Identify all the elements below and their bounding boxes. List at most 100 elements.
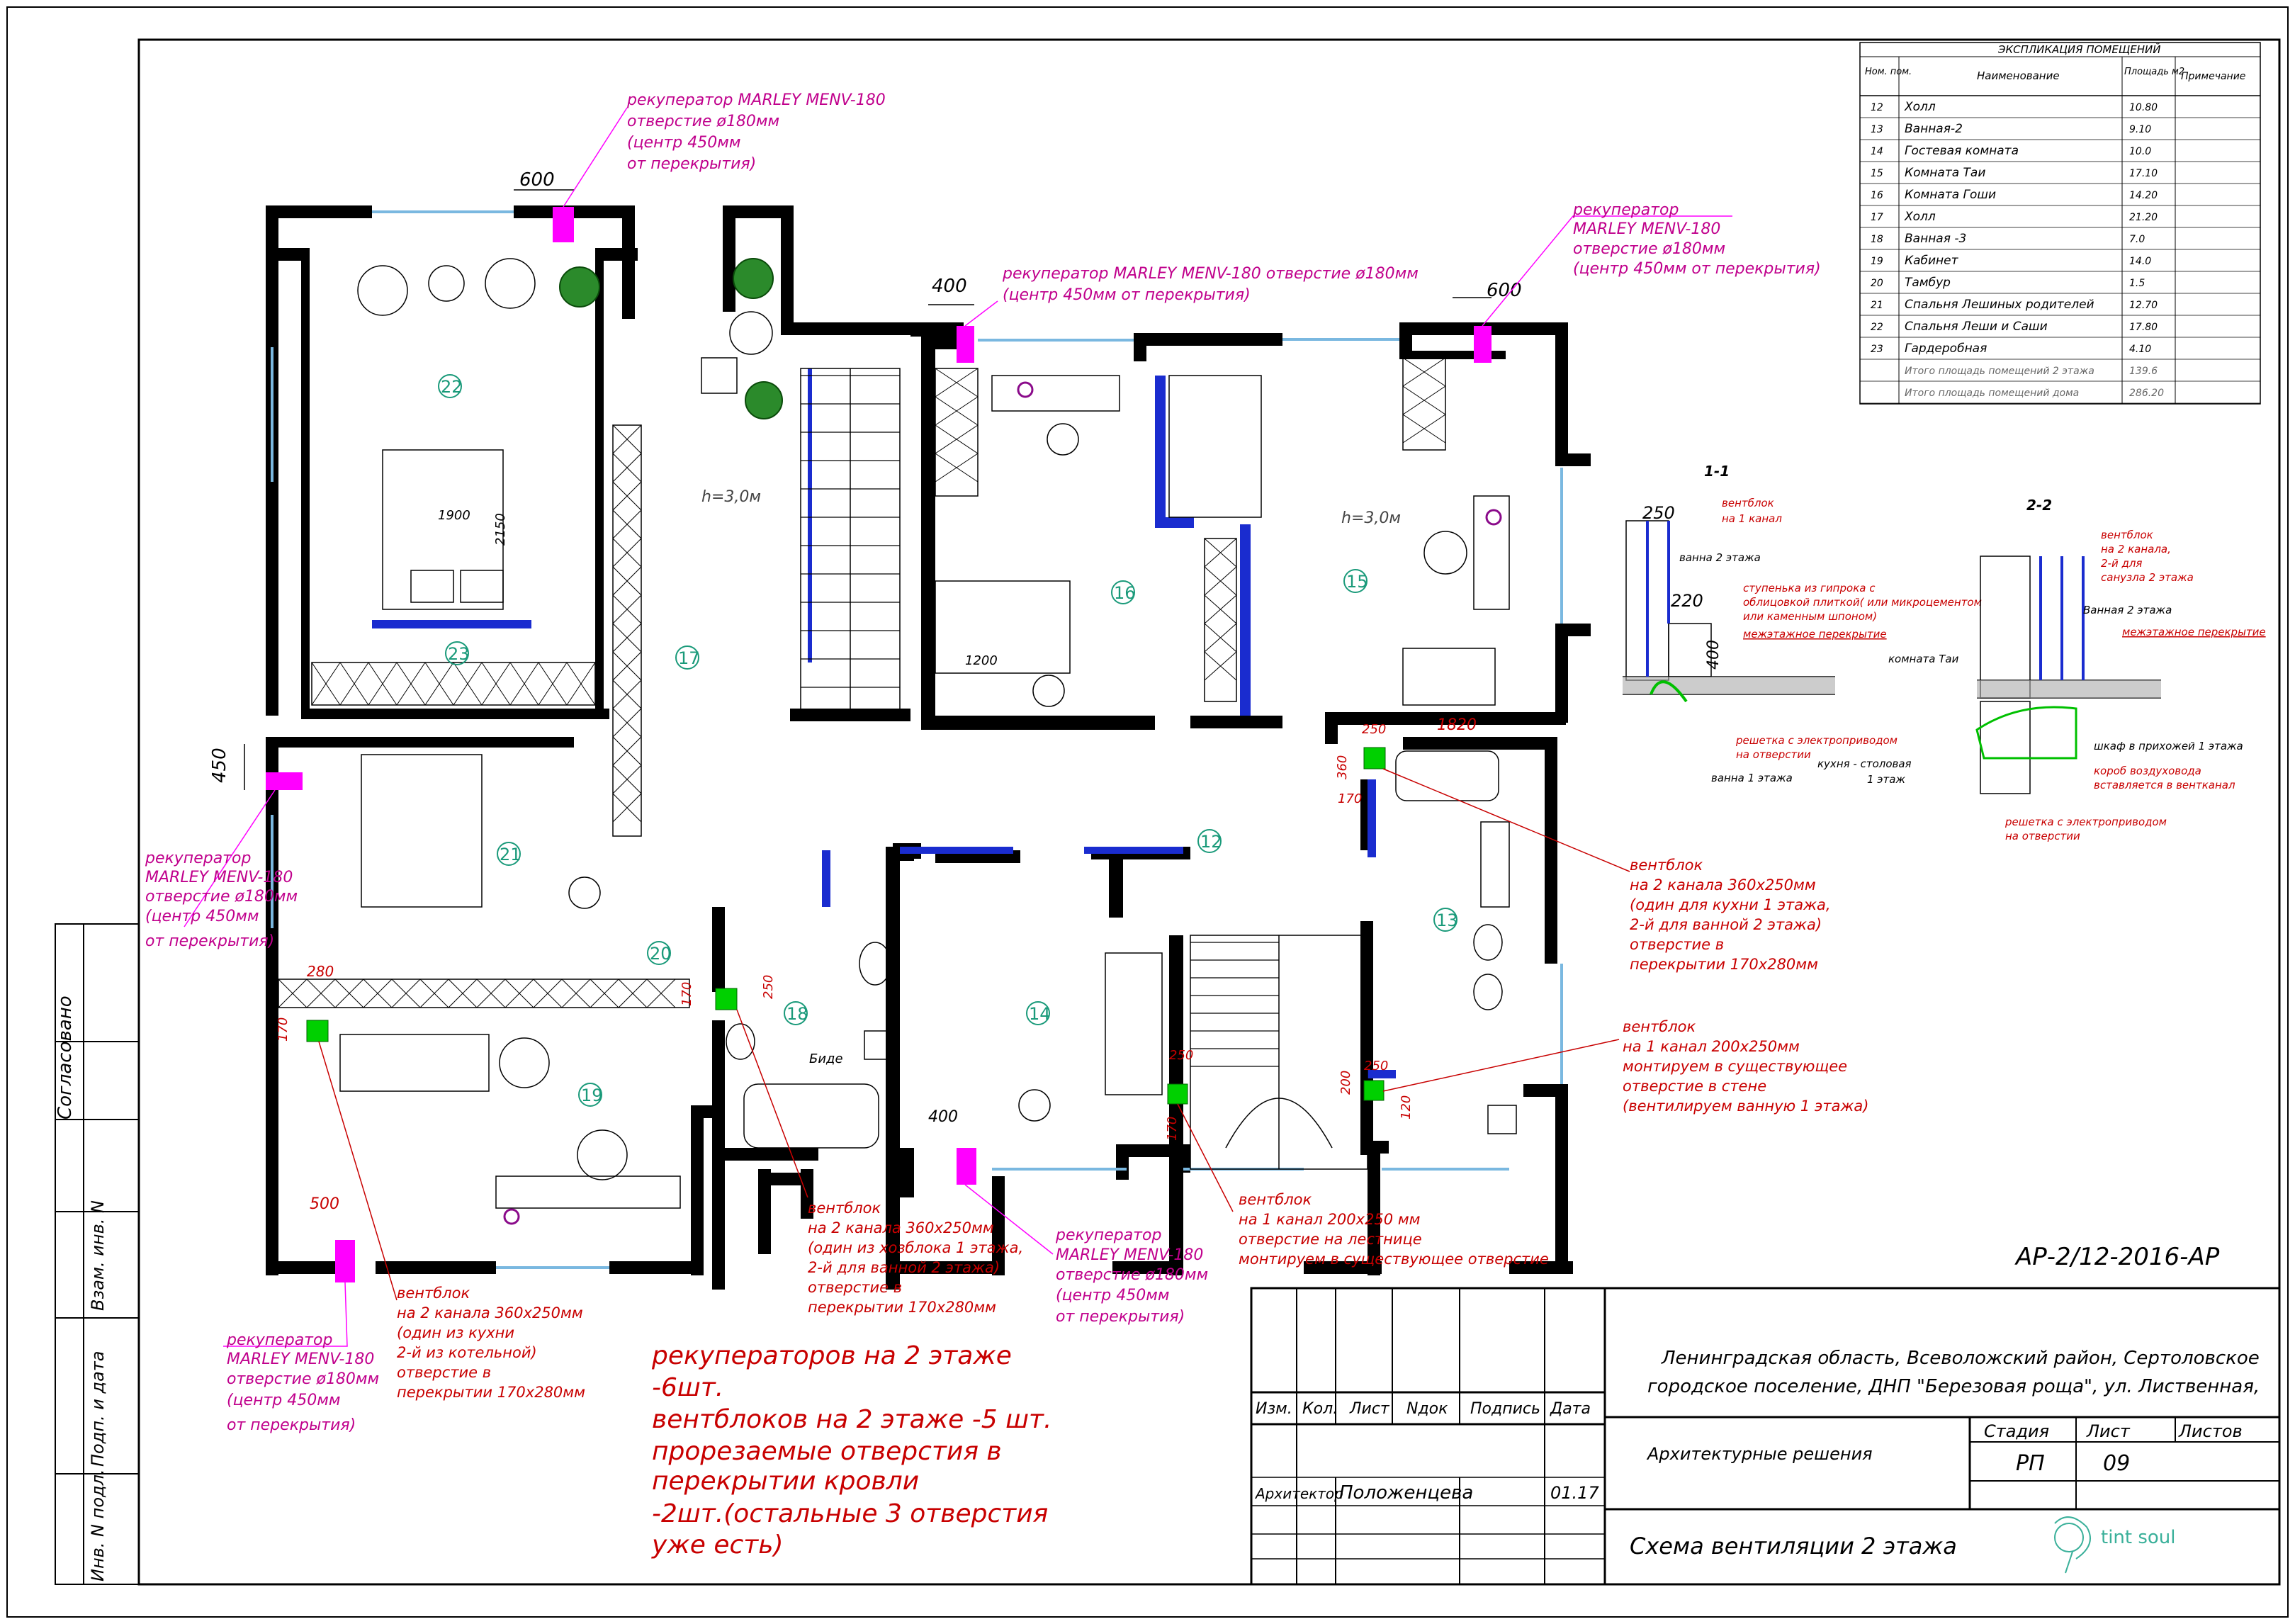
hatch — [561, 979, 591, 1008]
room-22: 22 — [441, 377, 463, 397]
hatch — [612, 623, 642, 653]
dim-400b: 400 — [928, 1108, 958, 1126]
hatch — [481, 662, 511, 706]
stamp-col-podpis: Подпись — [1470, 1400, 1540, 1418]
room-numbers: 22 23 17 16 15 12 13 14 20 21 18 19 — [438, 374, 1458, 1107]
dimension-lines — [244, 189, 1492, 790]
stamp-stage-h: Стадия — [1984, 1421, 2049, 1441]
explication-cell: 15 — [1871, 168, 1883, 179]
dim-170a: 170 — [1338, 791, 1362, 806]
hatch — [612, 708, 642, 738]
stamp-name: Положенцева — [1339, 1482, 1473, 1504]
recuperator-leaders — [184, 107, 1732, 1347]
summary-line4: перекрытии кровли — [652, 1467, 919, 1496]
vb3-line3: 2-й для ванной 2 этажа) — [808, 1259, 1000, 1276]
rec3-line1: MARLEY MENV-180 — [1573, 220, 1720, 238]
outer-border — [6, 6, 2289, 1618]
vb1-line1: на 2 канала 360x250мм — [1630, 876, 1816, 893]
hatch — [935, 424, 979, 454]
dim-280: 280 — [307, 963, 334, 980]
explication-cell: 13 — [1871, 124, 1883, 135]
vb2-line1: на 1 канал 200x250мм — [1623, 1038, 1800, 1055]
s1-l1: на 1 канал — [1722, 512, 1782, 525]
hatch — [646, 979, 676, 1008]
s2-l1: на 2 канала, — [2101, 543, 2171, 556]
dim-250d: 250 — [1364, 1059, 1388, 1073]
vb5-line2: (один из кухни — [397, 1324, 514, 1341]
dim-600b: 600 — [1487, 280, 1522, 301]
stamp-grid — [1250, 1287, 2281, 1586]
room-12: 12 — [1200, 832, 1222, 852]
blue-walls — [372, 368, 1396, 1078]
rec1-line0: рекуператор MARLEY MENV-180 — [626, 91, 886, 109]
s2-l10: решетка с электроприводом — [2004, 816, 2167, 828]
explication-cell: 12 — [1871, 102, 1883, 113]
explication-cell: 21.20 — [2129, 212, 2158, 223]
hatch — [453, 662, 483, 706]
hatch — [339, 662, 369, 706]
explication-cell: Тамбур — [1905, 276, 1951, 290]
stamp-address1: Ленинградская область, Всеволожский райо… — [1661, 1348, 2260, 1369]
hatch — [618, 979, 648, 1008]
vb3-line1: на 2 канала 360x250мм — [808, 1219, 994, 1236]
summary-note: рекуператоров на 2 этаже -6шт. вентблоко… — [651, 1341, 1051, 1560]
hatch — [538, 662, 568, 706]
explication-cell: 14.20 — [2129, 190, 2158, 201]
explication-cell: Спальня Леши и Саши — [1905, 320, 2048, 334]
hatch — [612, 566, 642, 596]
rec1-line1: отверстие ø180мм — [627, 113, 779, 130]
hatch — [306, 979, 336, 1008]
explication-cell: Комната Таи — [1905, 166, 1985, 180]
side-strip — [55, 923, 140, 1585]
hatch — [509, 662, 539, 706]
s1-l10: кухня - столовая — [1817, 757, 1912, 770]
rec4-line2: отверстие ø180мм — [145, 888, 298, 906]
dim-2150: 2150 — [493, 513, 508, 546]
explication-cell: 20 — [1871, 278, 1883, 289]
explication-cell: Ванная -3 — [1905, 232, 1966, 246]
hatch — [391, 979, 421, 1008]
vb5-line0: вентблок — [397, 1285, 470, 1302]
bed-16b — [935, 580, 1071, 674]
logo: tint soul — [2054, 1516, 2176, 1574]
stair-steps-lower — [1190, 942, 1279, 1067]
s2-l3: санузла 2 этажа — [2101, 571, 2194, 584]
rec4-line3: (центр 450мм — [145, 908, 259, 925]
hatch — [424, 662, 454, 706]
vb5-line3: 2-й из котельной) — [397, 1344, 537, 1361]
explication-cell: Итого площадь помещений дома — [1905, 388, 2079, 399]
section-1-1: 1-1 250 220 400 вентблок на 1 канал ванн… — [1623, 463, 1982, 786]
stamp-section: Архитектурные решения — [1646, 1444, 1873, 1464]
vb1-line2: (один для кухни 1 этажа, — [1630, 896, 1831, 913]
s1-l7: решетка с электроприводом — [1735, 734, 1898, 747]
rec3-line3: (центр 450мм от перекрытия) — [1573, 260, 1821, 278]
vb4-line1: на 1 канал 200x250 мм — [1239, 1211, 1421, 1228]
side-agreed: Согласовано — [55, 996, 76, 1120]
explication-h3: Примечание — [2181, 71, 2245, 82]
vb1-line3: 2-й для ванной 2 этажа) — [1630, 916, 1822, 933]
height-15: h=3,0м — [1341, 509, 1401, 527]
summary-line5: -2шт.(остальные 3 отверстия — [652, 1499, 1048, 1528]
vb5-line5: перекрытии 170x280мм — [397, 1384, 585, 1401]
hatch — [368, 662, 397, 706]
summary-line3: прорезаемые отверстия в — [652, 1437, 1002, 1466]
label-bide: Биде — [809, 1051, 843, 1066]
vb1-line4: отверстие в — [1630, 936, 1724, 953]
vb3-line5: перекрытии 170x280мм — [808, 1299, 996, 1316]
recuperator-labels: рекуператор MARLEY MENV-180 отверстие ø1… — [145, 91, 1821, 1434]
rec3-line0: рекуператор — [1572, 201, 1679, 219]
ventblock-markers — [306, 747, 1386, 1105]
dim-250a: 250 — [1362, 722, 1386, 737]
dim-400a: 400 — [932, 276, 967, 297]
s2-l4: Ванная 2 этажа — [2083, 604, 2172, 616]
explication-cell: Кабинет — [1905, 254, 1959, 268]
height-17: h=3,0м — [701, 488, 761, 506]
explication-cell: 22 — [1871, 322, 1883, 333]
rec4-line1: MARLEY MENV-180 — [145, 869, 293, 886]
hatch — [1402, 385, 1446, 415]
room-23: 23 — [448, 644, 470, 664]
hatch — [504, 979, 534, 1008]
vb4-line0: вентблок — [1239, 1191, 1312, 1208]
rec6-line1: MARLEY MENV-180 — [1056, 1246, 1203, 1264]
dim-1900: 1900 — [438, 508, 470, 523]
